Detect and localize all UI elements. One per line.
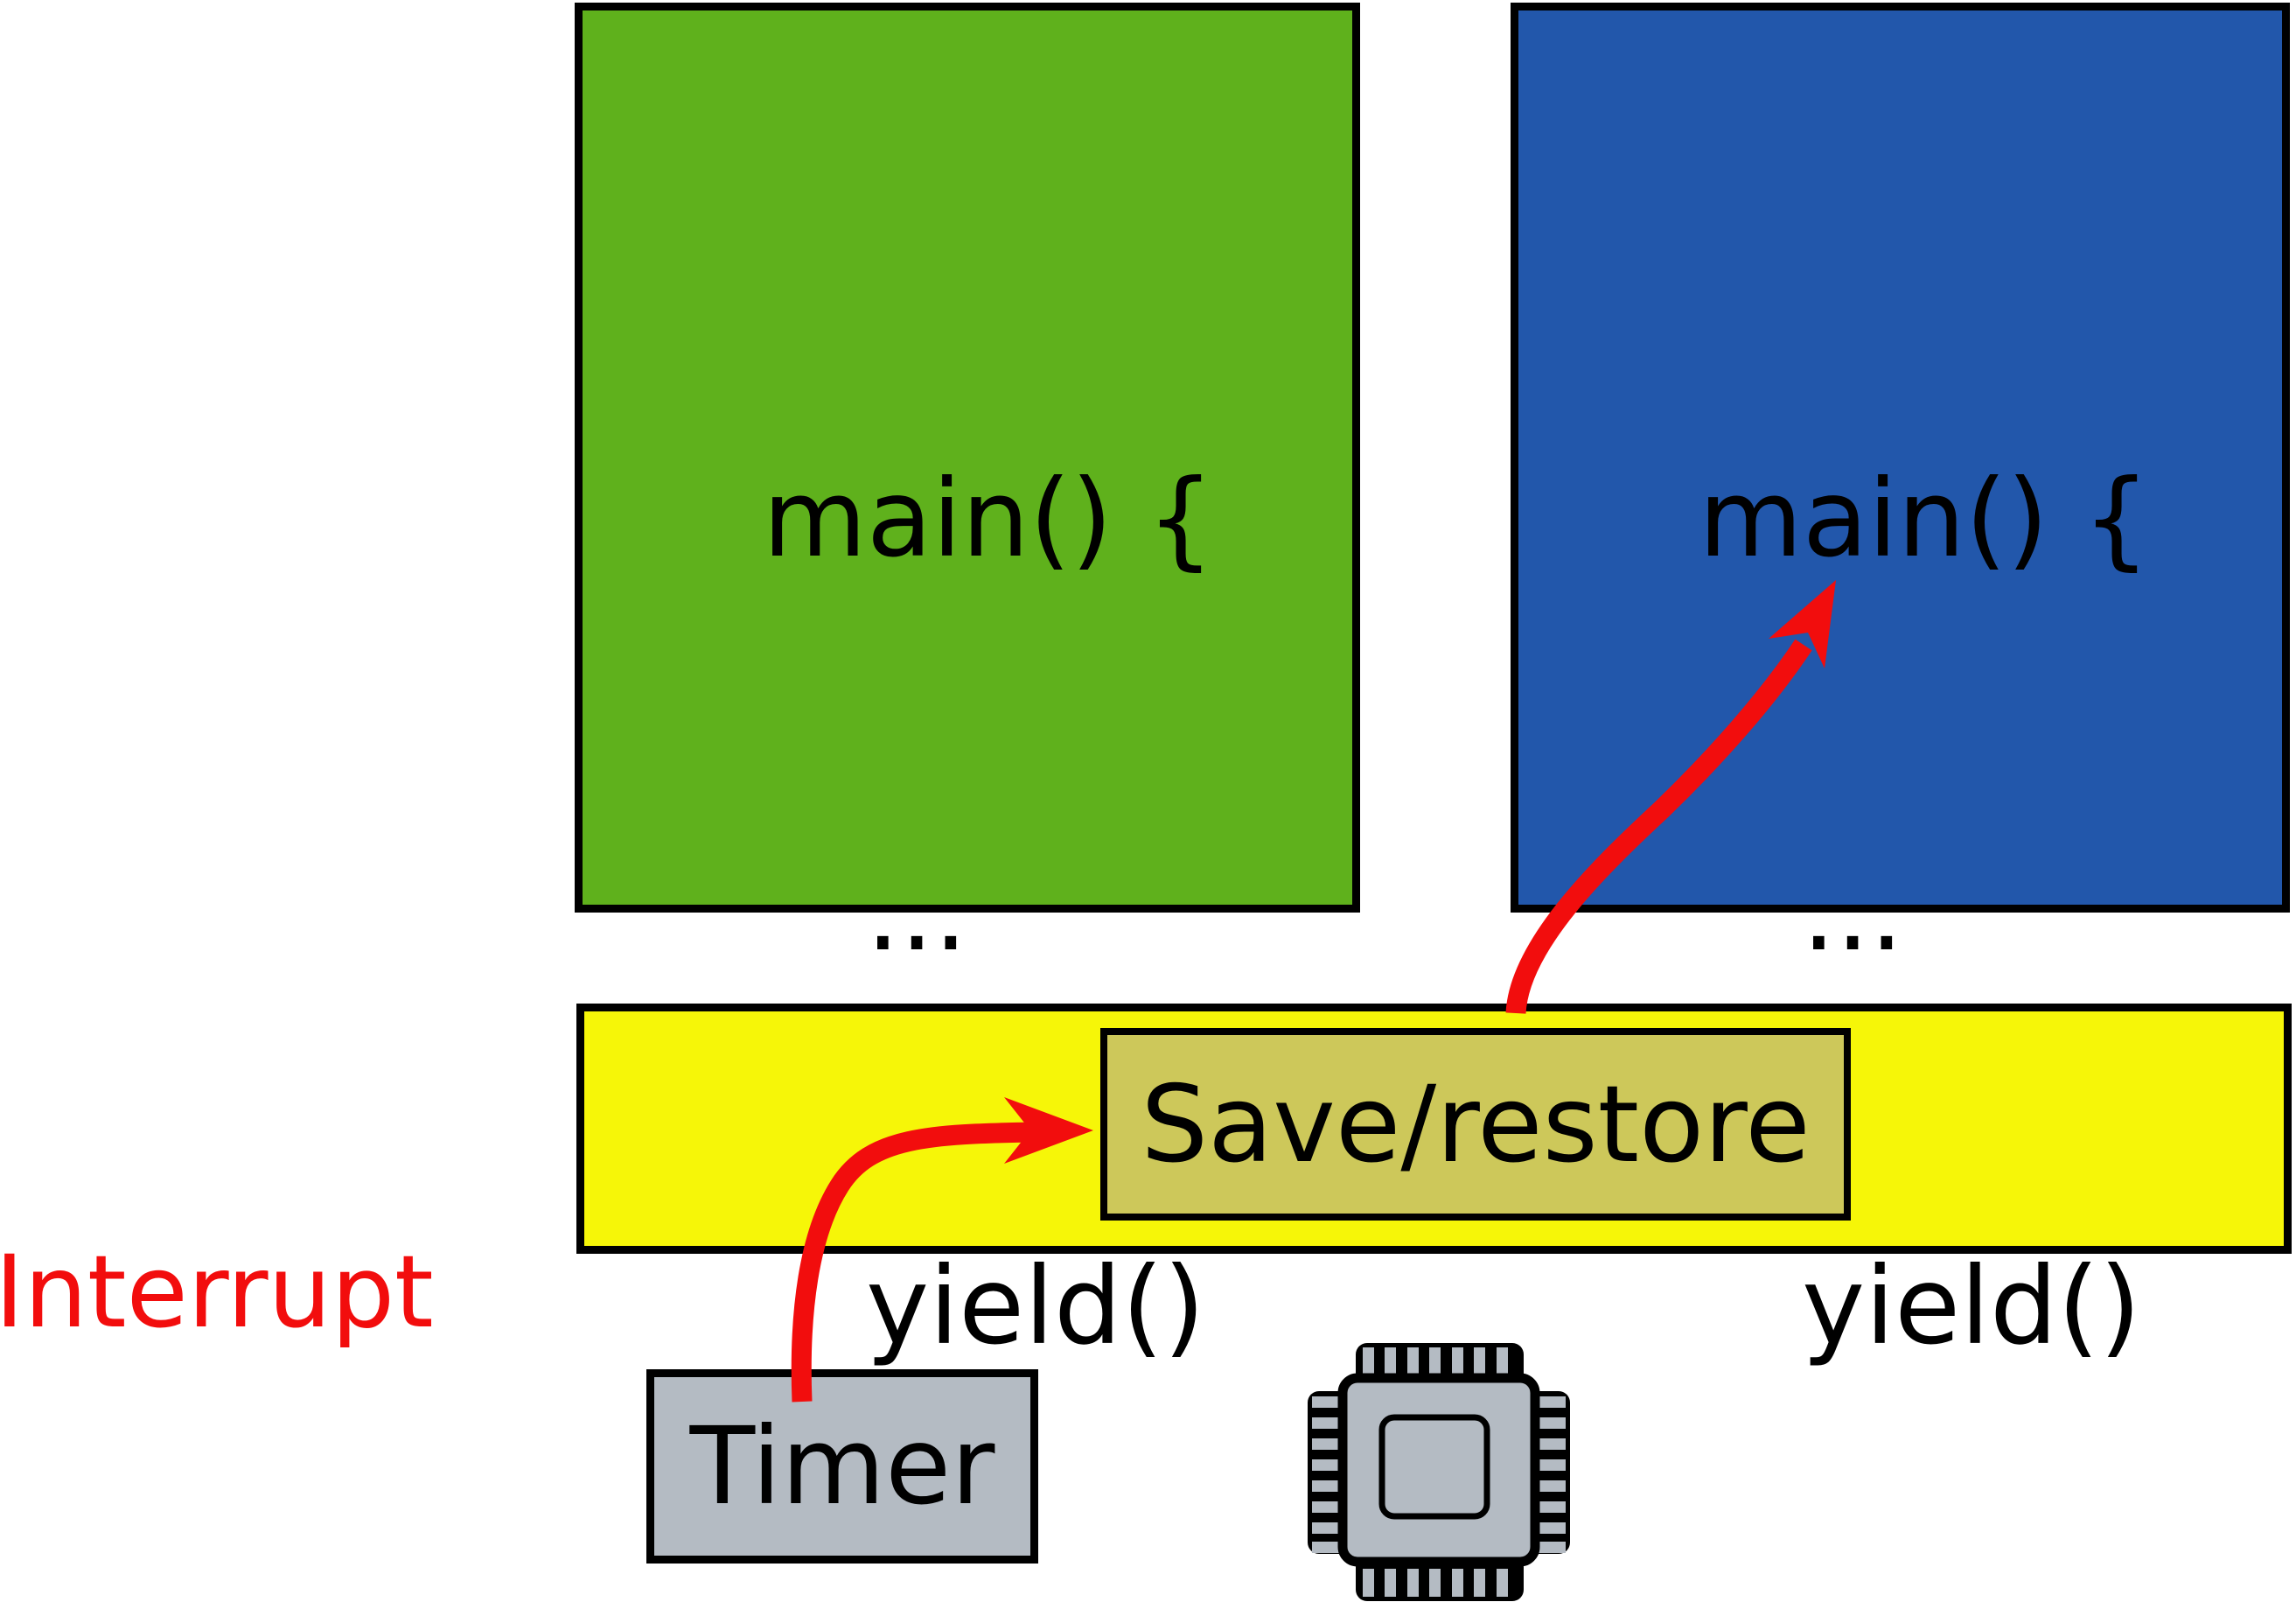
code-line-main: main() { [763,457,1215,581]
task-code-blue: main() { ... yield() } [1699,191,2150,1616]
timer-box: Timer [646,1369,1038,1564]
interrupt-label: Interrupt [0,1234,434,1350]
code-line-ellipsis: ... [866,850,968,975]
cpu-chip-icon [1308,1343,1570,1601]
code-line-ellipsis: ... [1802,850,1904,975]
code-line-yield: yield() [1802,1244,2141,1368]
code-line-yield: yield() [866,1244,1205,1368]
task-box-blue: main() { ... yield() } [1511,3,2290,1368]
timer-label: Timer [689,1404,995,1529]
save-restore-box: Save/restore [1100,1028,1851,1221]
code-line-main: main() { [1699,457,2151,581]
save-restore-label: Save/restore [1141,1062,1811,1186]
task-box-green: main() { ... yield() } [575,3,1360,1368]
